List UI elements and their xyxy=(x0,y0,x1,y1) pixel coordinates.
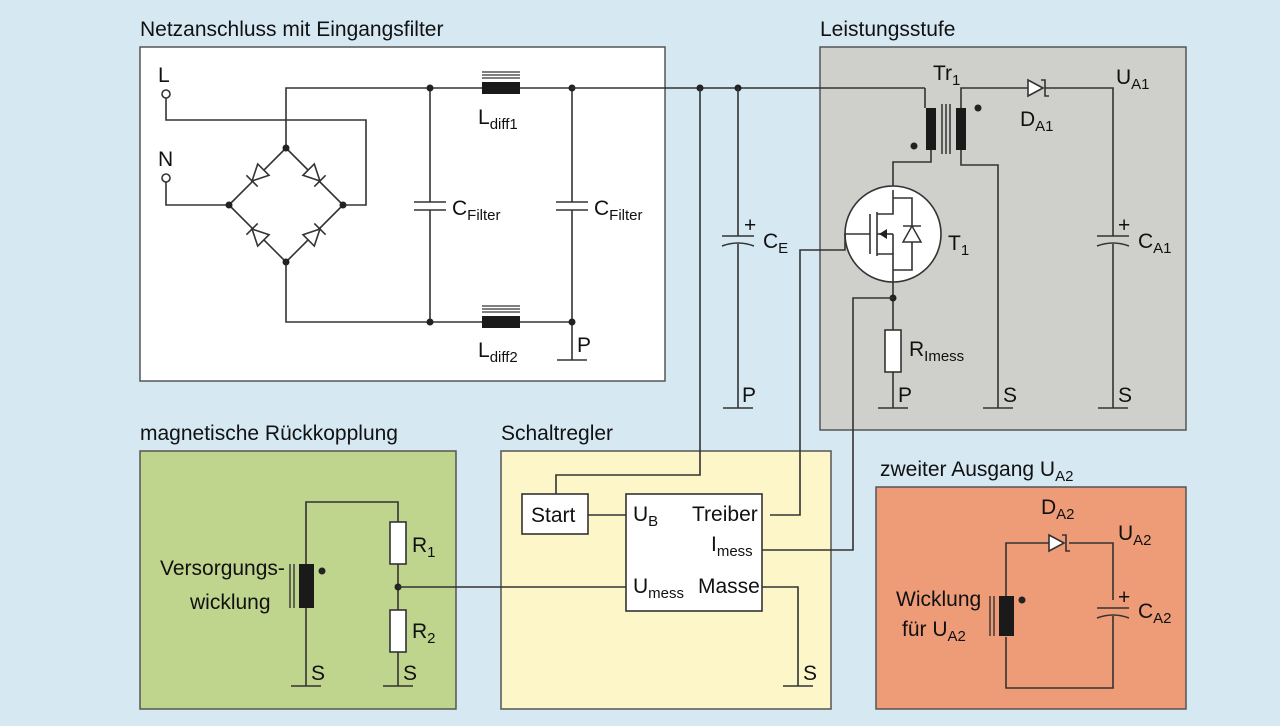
bridge-diode-icon xyxy=(245,162,327,248)
output2-title: zweiter Ausgang UA2 xyxy=(880,458,1073,485)
transformer-tr1-icon xyxy=(892,87,1028,409)
label-t1: T1 xyxy=(948,232,969,259)
label-r2: R2 xyxy=(412,620,436,647)
output2-wires xyxy=(1005,542,1130,689)
supply-winding-label-1: Versorgungs- xyxy=(160,557,285,580)
pin-treiber: Treiber xyxy=(692,503,758,526)
start-block xyxy=(521,493,589,535)
label-s-power-1: S xyxy=(1003,384,1017,407)
cap-ca2-plus: + xyxy=(1118,586,1130,609)
resistor-r2-icon xyxy=(389,609,407,653)
label-ce: CE xyxy=(763,230,788,257)
label-s-feedback-2: S xyxy=(403,662,417,685)
bulk-capacitor-icon xyxy=(721,88,755,409)
diode-da1-icon xyxy=(1027,78,1130,409)
label-p-mains: P xyxy=(577,334,591,357)
inductor-ldiff1-icon xyxy=(477,71,572,94)
label-s-power-2: S xyxy=(1118,384,1132,407)
mains-title: Netzanschluss mit Eingangsfilter xyxy=(140,18,443,41)
mosfet-t1-icon xyxy=(760,185,942,551)
output2-box xyxy=(875,486,1187,710)
supply-winding-icon xyxy=(289,564,326,608)
cap-ca1-plus: + xyxy=(1118,214,1130,237)
pin-masse: Masse xyxy=(698,575,760,598)
label-cfilter-1: CFilter xyxy=(452,197,501,224)
pin-umess: Umess xyxy=(633,575,684,602)
label-cfilter-2: CFilter xyxy=(594,197,643,224)
start-label: Start xyxy=(531,504,576,527)
supply-winding-label-2: wicklung xyxy=(189,591,271,614)
label-p-power: P xyxy=(898,384,912,407)
label-n: N xyxy=(158,148,173,171)
label-ca1: CA1 xyxy=(1138,230,1172,257)
diode-da2-icon xyxy=(1048,533,1070,553)
label-ua1: UA1 xyxy=(1116,66,1150,93)
label-tr1: Tr1 xyxy=(933,62,960,89)
label-l: L xyxy=(158,64,170,87)
label-s-controller: S xyxy=(803,662,817,685)
label-r1: R1 xyxy=(412,534,436,561)
resistor-r1-icon xyxy=(389,521,407,565)
inductor-ldiff2-icon xyxy=(477,305,572,328)
label-da1: DA1 xyxy=(1020,108,1054,135)
main-bus-wires xyxy=(555,84,926,494)
label-da2: DA2 xyxy=(1041,496,1075,523)
power-title: Leistungsstufe xyxy=(820,18,955,41)
output2-winding-label-2: für UA2 xyxy=(902,618,966,645)
label-ua2: UA2 xyxy=(1118,522,1152,549)
feedback-title: magnetische Rückkopplung xyxy=(140,422,398,445)
output2-winding-icon xyxy=(989,596,1026,636)
resistor-rimess-icon xyxy=(878,329,908,409)
label-s-feedback-1: S xyxy=(311,662,325,685)
controller-title: Schaltregler xyxy=(501,422,613,445)
bulk-cap-plus: + xyxy=(744,214,756,237)
feedback-wires xyxy=(291,501,626,687)
label-p-bulk: P xyxy=(742,384,756,407)
feedback-box xyxy=(139,450,457,710)
label-ldiff1: Ldiff1 xyxy=(478,106,518,133)
pin-ub: UB xyxy=(633,503,658,530)
mains-box xyxy=(139,46,666,382)
filter-capacitor-1-icon xyxy=(414,84,446,326)
label-rimess: RImess xyxy=(909,338,964,365)
label-ca2: CA2 xyxy=(1138,600,1172,627)
pin-imess: Imess xyxy=(711,533,753,560)
controller-ic xyxy=(625,493,763,612)
label-ldiff2: Ldiff2 xyxy=(478,339,518,366)
output2-winding-label-1: Wicklung xyxy=(896,588,981,611)
